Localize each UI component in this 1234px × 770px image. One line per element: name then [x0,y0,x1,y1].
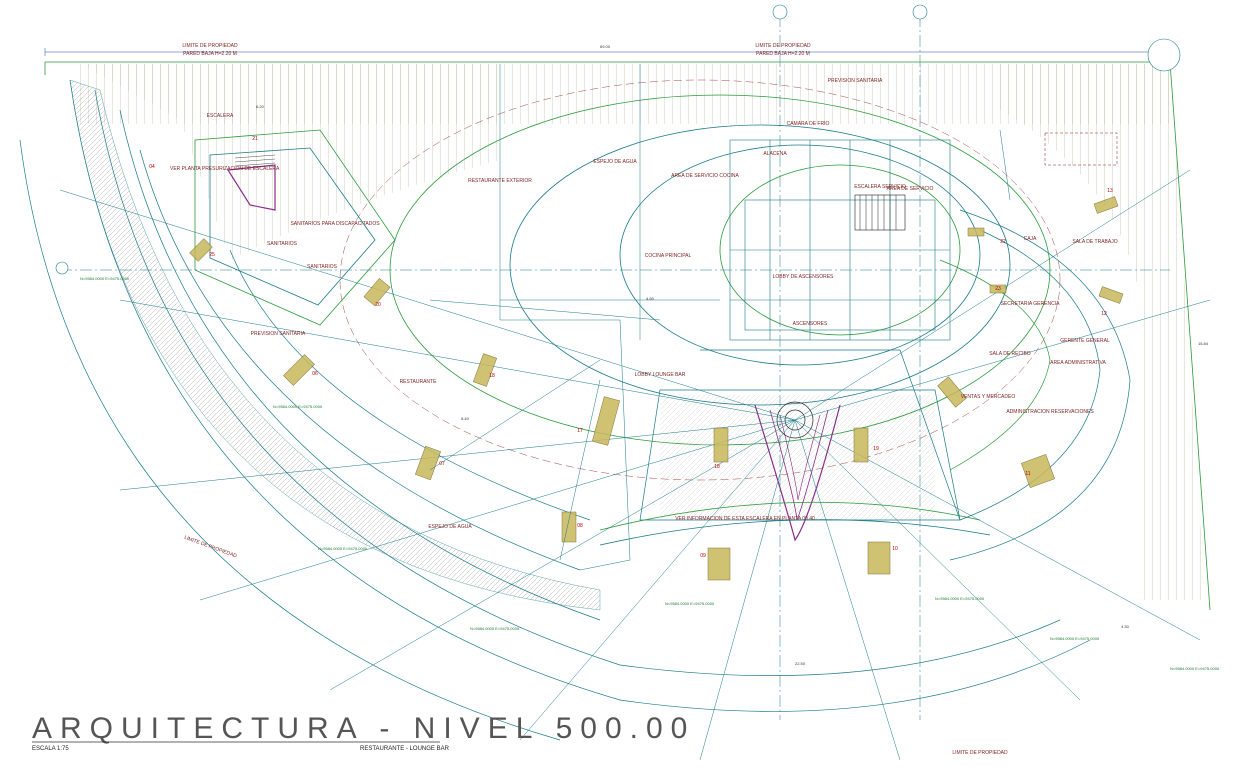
label-ver-informacion: VER INFORMACION DE ESTA ESCALERA EN PLAN… [675,516,815,522]
label-admin-reserv: ADMINISTRACION RESERVACIONES [1006,409,1094,415]
col-num: 07 [439,461,445,467]
coord-label: N=9584.0000 E=9475.0000 [470,626,520,631]
property-boundary [44,61,1211,611]
dim-4-30: 4.30 [1121,624,1130,629]
curved-walkway [69,79,601,611]
label-sanitarios-2: SANITARIOS [307,264,338,270]
label-alacena: ALACENA [763,151,787,157]
col-num: 22 [1000,239,1006,245]
title-block: ARQUITECTURA - NIVEL 500.00 ESCALA 1:75 … [32,712,695,752]
label-property-limit-tl-sub: PARED BAJA H=2.20 M [183,51,237,57]
label-area-admin: AREA ADMINISTRATIVA [1050,360,1106,366]
left-garden-hatch [80,64,500,260]
coord-label: N=9584.0000 E=9475.0000 [80,276,130,281]
label-gerente: GERENTE GENERAL [1060,338,1110,344]
label-property-limit-tr-sub: PARED BAJA H=2.20 M [756,51,810,57]
coordinate-labels: N=9584.0000 E=9475.0000 N=9584.0000 E=94… [80,276,1220,671]
label-sanitarios-1: SANITARIOS [267,241,298,247]
col-num: 25 [209,252,215,258]
dim-top-total: 69.00 [600,44,611,49]
label-property-limit-tr: LIMITE DE PROPIEDAD [755,43,811,49]
col-num: 08 [577,523,583,529]
label-ventas: VENTAS Y MERCADEO [961,394,1016,400]
dim-bottom-total: 22.50 [795,661,806,666]
label-ascensores: ASCENSORES [793,321,828,327]
coord-label: N=9584.0000 E=9475.0000 [1050,636,1100,641]
column-number-labels: 04 25 06 07 17 18 08 18 19 09 10 11 12 1… [149,136,1113,559]
coord-label: N=9584.0000 E=9475.0000 [1170,666,1220,671]
label-caja: CAJA [1024,236,1037,242]
label-property-limit-left: LIMITE DE PROPIEDAD [183,535,237,560]
col-num: 20 [375,302,381,308]
dim-8-40: 8.40 [461,416,470,421]
col-num: 18 [714,464,720,470]
col-num: 13 [1107,188,1113,194]
label-secretaria: SECRETARIA GERENCIA [1001,301,1060,307]
label-area-servicio-cocina: AREA DE SERVICIO COCINA [671,173,739,179]
label-lobby-ascensores: LOBBY DE ASCENSORES [773,274,834,280]
label-cocina-principal: COCINA PRINCIPAL [645,253,692,259]
service-stair [854,194,906,231]
col-num: 09 [700,553,706,559]
service-stair-steps [859,195,897,230]
label-prevision-sanitaria: PREVISION SANITARIA [828,78,883,84]
label-prevision-sanitaria-left: PREVISION SANITARIA [251,331,306,337]
drawing-subtitle: RESTAURANTE - LOUNGE BAR [360,746,450,752]
coord-label: N=9584.0000 E=9475.0000 [273,404,323,409]
grid-bubbles [55,4,1181,275]
drawing-title: ARQUITECTURA - NIVEL 500.00 [32,712,695,745]
col-num: 10 [892,546,898,552]
col-num: 04 [149,164,155,170]
label-escalera-top: ESCALERA [207,113,234,119]
col-num: 23 [995,286,1001,292]
coord-label: N=9584.0000 E=9475.0000 [318,546,368,551]
col-num: 11 [1025,471,1030,477]
label-escalera-servicio: ESCALERA SERVICIO [854,184,906,190]
col-num: 21 [252,136,258,142]
label-restaurante: RESTAURANTE [400,379,438,385]
label-camara-frio: CAMARA DE FRIO [787,121,830,127]
label-espejo-agua-top: ESPEJO DE AGUA [593,159,637,165]
coord-label: N=9584.0000 E=9475.0000 [935,596,985,601]
label-sanitarios-disc: SANITARIOS PARA DISCAPACITADOS [290,221,380,227]
right-garden-hatch [1000,64,1205,600]
upper-right-dashed-box [1044,132,1118,166]
funnel-hatch [660,395,935,520]
label-sala-trabajo: SALA DE TRABAJO [1072,239,1117,245]
col-num: 12 [1101,311,1107,317]
label-lobby-lounge: LOBBY LOUNGE BAR [635,372,686,378]
label-property-limit-bottom: LIMITE DE PROPIEDAD [952,750,1008,756]
dim-15-84: 15.84 [1198,341,1209,346]
col-num: 19 [873,446,879,452]
drawing-scale: ESCALA 1:75 [32,746,69,752]
label-sala-recibo: SALA DE RECIBO [989,351,1031,357]
label-restaurante-exterior: RESTAURANTE EXTERIOR [468,178,532,184]
dim-6-20: 6.20 [256,104,265,109]
col-num: 06 [312,371,318,377]
coord-label: N=9584.0000 E=9475.0000 [665,601,715,606]
left-stair [226,154,276,211]
lower-arc-band [599,501,991,546]
col-num: 18 [489,373,495,379]
planter-boxes [189,196,1124,581]
col-num: 17 [577,428,583,434]
dimension-text: 69.00 22.50 6.20 8.40 4.50 15.84 4.30 [256,44,1209,666]
label-area-servicio: AREA DE SERVICIO [887,186,934,192]
label-property-limit-tl: LIMITE DE PROPIEDAD [182,43,238,49]
label-espejo-agua-bottom: ESPEJO DE AGUA [428,524,472,530]
dim-4-50: 4.50 [646,296,655,301]
label-ver-planta: VER PLANTA PRESURIZACION DE ESCALERA [170,166,280,172]
core-structure [729,139,951,341]
inner-lines [429,64,1011,571]
